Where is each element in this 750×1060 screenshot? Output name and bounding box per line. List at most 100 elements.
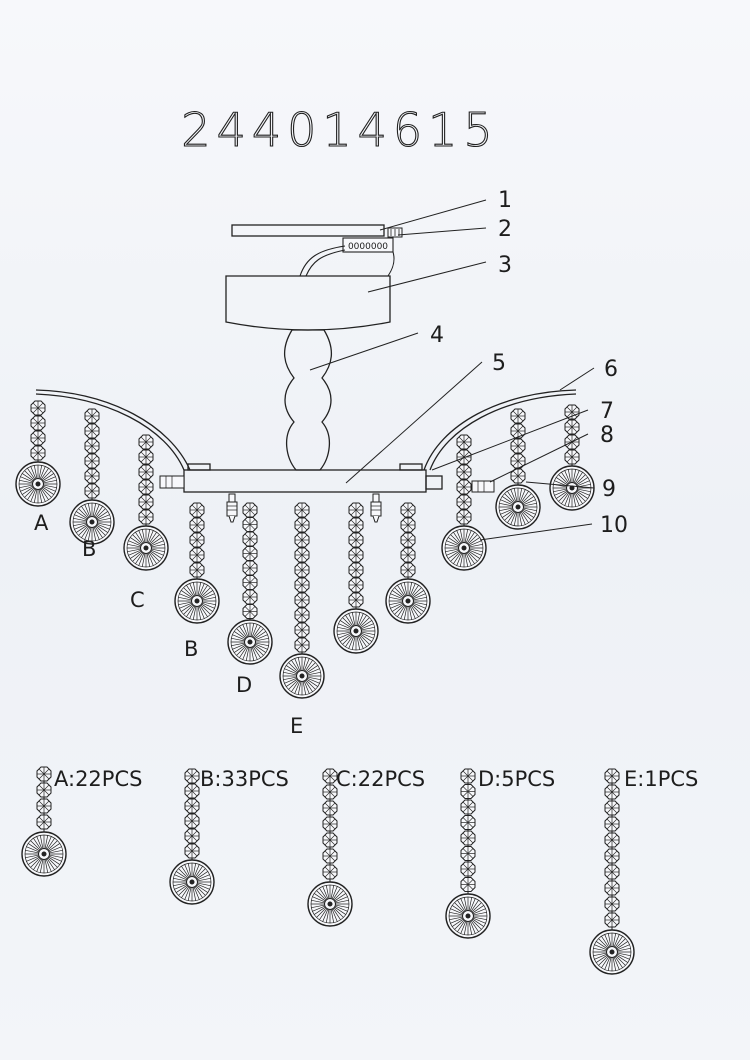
parts-list-label-e: E:1PCS: [624, 767, 698, 791]
crystal-bead: [460, 861, 476, 877]
parts-list-pendant-b: [169, 768, 215, 905]
crystal-bead: [348, 532, 364, 548]
crystal-bead: [294, 637, 310, 653]
crystal-bead: [322, 784, 338, 800]
part-number-5: 5: [492, 351, 506, 376]
crystal-bead: [348, 592, 364, 608]
crystal-bead: [242, 546, 258, 561]
crystal-bead: [322, 848, 338, 864]
left-arm-inner: [35, 393, 185, 471]
crystal-bead: [348, 562, 364, 578]
crystal-disc: [227, 619, 273, 665]
right-arm: [423, 389, 577, 471]
terminal-block: 0000000: [342, 227, 403, 253]
crystal-bead: [604, 832, 620, 848]
crystal-bead: [400, 532, 416, 548]
crystal-bead: [184, 843, 200, 859]
crystal-bead: [138, 449, 154, 465]
crystal-bead: [604, 784, 620, 800]
right-connector: [471, 480, 495, 493]
left-connector: [159, 475, 185, 489]
crystal-bead: [322, 864, 338, 880]
parts-list-label-b: B:33PCS: [200, 767, 289, 791]
canopy: [225, 275, 391, 331]
crystal-bead: [322, 768, 338, 784]
crystal-bead: [242, 589, 258, 605]
crystal-bead: [36, 814, 52, 830]
crystal-bead: [604, 912, 620, 928]
crystal-bead: [400, 502, 416, 518]
right-arm-inner: [429, 393, 577, 471]
label-center-e: E: [290, 714, 303, 738]
part-number-7: 7: [600, 399, 614, 424]
pendant-center-d2: [333, 502, 379, 654]
crystal-bead: [322, 816, 338, 832]
parts-list-label-d: D:5PCS: [478, 767, 555, 791]
pendant-center-b2: [385, 502, 431, 624]
crystal-bead: [84, 453, 100, 469]
parts-list-label-a: A:22PCS: [54, 767, 142, 791]
crystal-bead: [604, 880, 620, 896]
crystal-bead: [242, 560, 258, 576]
crystal-bead: [242, 502, 258, 518]
crystal-disc: [333, 608, 379, 654]
crystal-bead: [294, 562, 310, 578]
pendant-type-labels: A B C B D E: [34, 511, 303, 738]
crystal-bead: [564, 404, 580, 420]
crystal-bead: [460, 768, 476, 784]
crystal-bead: [184, 798, 200, 814]
crystal-bead: [460, 784, 476, 799]
assembly-pendants: [15, 400, 595, 699]
crystal-bead: [456, 509, 472, 525]
part-number-3: 3: [498, 253, 512, 278]
crystal-bead: [322, 800, 338, 816]
crystal-bead: [510, 423, 526, 439]
crystal-bead: [400, 547, 416, 563]
crystal-disc: [445, 893, 491, 939]
pendant-left-c: [123, 434, 169, 571]
crystal-bead: [400, 562, 416, 578]
crystal-bead: [138, 494, 154, 510]
pendant-right-a: [549, 404, 595, 511]
parts-list: A:22PCS B:33PCS C:22PCS D:5PCS E:1PCS: [54, 767, 698, 791]
crystal-bead: [184, 813, 200, 829]
pendant-center-e: [279, 502, 325, 699]
crystal-bead: [460, 815, 476, 830]
crystal-bead: [189, 517, 205, 533]
crystal-bead: [294, 622, 310, 638]
label-center-b: B: [184, 637, 198, 661]
part-number-10: 10: [600, 513, 628, 538]
pendant-left-b: [69, 408, 115, 545]
crystal-bead: [400, 517, 416, 533]
crystal-bead: [184, 768, 200, 784]
model-number: 244014615: [181, 103, 498, 157]
crystal-bead: [138, 509, 154, 525]
part-number-4: 4: [430, 323, 444, 348]
crystal-bead: [36, 798, 52, 814]
crystal-bead: [30, 415, 46, 431]
crystal-bead: [242, 575, 258, 590]
wires: [299, 245, 395, 277]
crystal-bead: [189, 547, 205, 563]
crystal-bead: [456, 464, 472, 480]
crystal-bead: [456, 494, 472, 510]
crystal-bead: [604, 816, 620, 832]
crystal-bead: [604, 864, 620, 880]
crystal-bead: [604, 896, 620, 912]
crystal-bead: [294, 607, 310, 623]
crystal-disc: [441, 525, 487, 571]
crystal-bead: [294, 592, 310, 608]
crystal-bead: [604, 768, 620, 784]
crystal-bead: [189, 562, 205, 578]
crystal-bead: [294, 547, 310, 563]
crystal-bead: [456, 434, 472, 450]
crystal-bead: [84, 408, 100, 424]
crystal-bead: [294, 517, 310, 533]
crystal-bead: [36, 766, 52, 782]
bulb-holder-1: [226, 493, 238, 523]
label-center-d: D: [236, 673, 252, 697]
part-number-6: 6: [604, 357, 618, 382]
crystal-bead: [84, 468, 100, 484]
crystal-bead: [30, 400, 46, 416]
